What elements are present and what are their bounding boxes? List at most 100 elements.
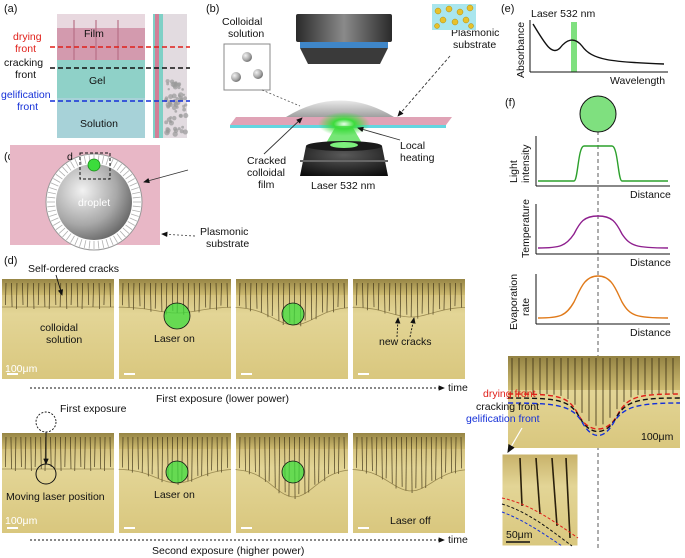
colloidal-solution-d-label-1: colloidal [40, 322, 78, 334]
panel-d: (d) Self-ordered cracks colloidal soluti… [2, 255, 468, 557]
zoom-box-label: d [67, 151, 73, 163]
panel-b-label: (b) [206, 3, 219, 15]
micrograph-rows [2, 279, 466, 533]
panel-f-label: (f) [505, 97, 515, 109]
panel-f: (f) Light intensity Distance Temperature… [466, 95, 681, 548]
first-exposure-marker-label: First exposure [60, 403, 127, 415]
panel-c: (c) droplet d Plasmonic substrate [4, 145, 249, 251]
panel-d-label: (d) [4, 255, 17, 267]
inset-cracking-front [501, 503, 573, 547]
micrograph-tile [352, 279, 466, 379]
colloid-particle [231, 72, 241, 82]
scale-d1-label: 100μm [5, 363, 38, 375]
evaporation-ylabel-1: Evaporation [508, 274, 520, 330]
side-view-film [155, 14, 159, 138]
laser-spot-c [87, 158, 101, 172]
evaporation-xlabel: Distance [630, 327, 671, 339]
drying-front-f-label: drying front [483, 388, 536, 400]
absorbance-curve [532, 23, 665, 65]
drying-front-label-2: front [15, 43, 36, 55]
scale-inset-label: 50μm [506, 529, 533, 541]
top-objective-tip [300, 48, 388, 64]
scale-d2-label: 100μm [5, 515, 38, 527]
self-ordered-pointer [55, 274, 64, 296]
micrograph-f-inset [501, 453, 579, 547]
droplet [56, 164, 132, 240]
first-exposure-marker [35, 411, 57, 433]
micrograph-tile [2, 433, 114, 533]
cracked-film-label-1: Cracked [247, 155, 286, 167]
film-label: Film [84, 28, 104, 40]
temperature-curve [537, 215, 669, 249]
drying-front-f [507, 393, 681, 430]
cracking-front-label-1: cracking [4, 57, 43, 69]
substrate-pointer [397, 55, 451, 117]
self-ordered-label: Self-ordered cracks [28, 263, 119, 275]
time-axis-2-label: time [448, 534, 468, 546]
laser-off-label: Laser off [390, 515, 431, 527]
new-cracks-label: new cracks [379, 336, 432, 348]
solution-layer [57, 98, 145, 138]
cracking-front-label-2: front [15, 69, 36, 81]
plasmonic-substrate-c-label-2: substrate [206, 238, 249, 250]
moving-laser-label: Moving laser position [6, 491, 105, 503]
scale-f-label: 100μm [641, 431, 674, 443]
micrograph-f-cracks [511, 358, 674, 426]
cracked-film-label-2: colloidal [247, 167, 285, 179]
gold-nanoparticles [434, 4, 474, 29]
wavelength-xlabel: Wavelength [610, 75, 665, 87]
laser-spot-d1 [163, 302, 191, 330]
inset-drying-front [501, 497, 579, 539]
bottom-objective-ring [300, 160, 388, 162]
ring-cracks [47, 155, 141, 249]
panel-a-label: (a) [4, 3, 17, 15]
first-exposure-axis-label: First exposure (lower power) [156, 393, 289, 405]
top-objective-ring [300, 42, 388, 48]
droplet-label: droplet [78, 197, 110, 209]
drying-front-label-1: drying [13, 31, 42, 43]
intensity-xlabel: Distance [630, 189, 671, 201]
laser-e-label: Laser 532 nm [531, 8, 595, 20]
film-particles [57, 14, 145, 28]
local-heating-label-1: Local [400, 140, 425, 152]
gel-label: Gel [89, 75, 105, 87]
laser-spot-d4 [281, 460, 305, 484]
film-cracks [73, 20, 119, 60]
panel-b: (b) Colloidal solution Plasmonic substra… [206, 3, 499, 192]
inset-gelification-front [501, 511, 563, 547]
moving-laser-marker [35, 463, 57, 485]
temperature-xlabel: Distance [630, 257, 671, 269]
cracked-film-label-3: film [258, 179, 275, 191]
panel-e: (e) Laser 532 nm Absorbance Wavelength [501, 3, 668, 87]
laser-spot [330, 142, 358, 148]
film-pointer [263, 117, 303, 155]
micrograph-f-film [508, 356, 680, 390]
gelification-front-label-1: gelification [1, 89, 51, 101]
laser-on-label-1: Laser on [154, 333, 195, 345]
evaporation-curve [537, 275, 669, 319]
zoom-pointer-f [507, 427, 523, 454]
side-particles [164, 79, 189, 137]
plasmonic-substrate-label-2: substrate [453, 39, 496, 51]
colloidal-solution-label-1: Colloidal [222, 16, 262, 28]
droplet-dome [286, 100, 394, 117]
second-exposure-axis-label: Second exposure (higher power) [152, 545, 304, 557]
gelification-front-f [507, 402, 681, 437]
colloid-particle [253, 69, 263, 79]
colloidal-solution-label-2: solution [228, 28, 264, 40]
colloid-box [223, 43, 271, 91]
intensity-ylabel-1: Light [508, 160, 520, 183]
top-objective [296, 14, 392, 42]
laser-spot-d3 [165, 460, 189, 484]
heating-pointer [357, 126, 401, 141]
zoom-box [79, 152, 111, 180]
solution-label: Solution [80, 118, 118, 130]
colloid-particle [242, 52, 252, 62]
local-heating-label-2: heating [400, 152, 435, 164]
micrograph-tile [235, 433, 349, 533]
micrograph-tile [235, 279, 349, 379]
micrograph-tile [352, 433, 466, 533]
inset-cracks [519, 457, 571, 539]
new-cracks-pointer [395, 317, 401, 338]
temperature-ylabel: Temperature [520, 199, 532, 258]
